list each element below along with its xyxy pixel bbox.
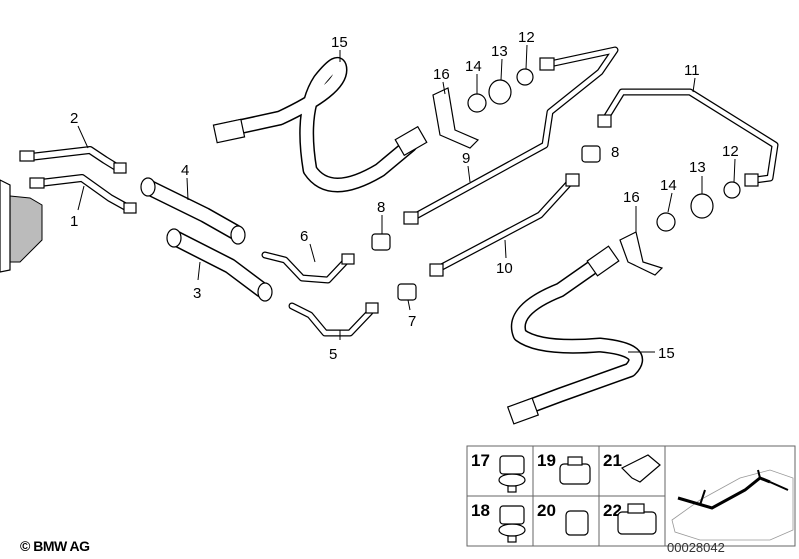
diagram-number: 00028042 [667,540,725,555]
cell-18: 18 [471,501,490,520]
callout-16-right: 16 [623,189,640,206]
nut-7 [397,283,417,301]
copyright-label: © BMW AG [20,538,90,554]
hydraulic-unit [0,179,43,273]
callout-16: 16 [433,66,450,83]
brake-line-6 [261,251,355,284]
callout-7: 7 [408,313,416,330]
callout-8-right: 8 [611,144,619,161]
brake-line-5 [288,302,379,337]
brake-hose-15-top [212,56,428,193]
callout-labels: 1 2 3 4 5 6 7 8 8 9 10 11 12 12 13 13 14… [70,29,739,363]
nut-8-right [581,145,601,163]
callout-10: 10 [496,260,513,277]
grommet-13-top [488,79,512,105]
bracket-16-right [619,231,664,276]
cell-17: 17 [471,451,490,470]
nut-8 [371,233,391,251]
clip-17 [498,455,526,493]
washer-14-top [467,93,487,113]
callout-13-right: 13 [689,159,706,176]
washer-12-top [516,68,534,86]
clip-20 [565,510,589,536]
washer-12-right [723,181,741,199]
bracket-16-top [432,87,480,149]
cell-19: 19 [537,451,556,470]
brake-hose-4 [140,177,246,245]
brake-line-10 [429,173,580,277]
clip-21 [620,454,661,483]
brake-line-2 [19,146,127,174]
brake-line-9 [403,46,619,225]
callout-3: 3 [193,285,201,302]
callout-12: 12 [518,29,535,46]
callout-14-right: 14 [660,177,677,194]
callout-13: 13 [491,43,508,60]
clip-18 [498,505,526,543]
callout-1: 1 [70,213,78,230]
callout-12-right: 12 [722,143,739,160]
cell-22: 22 [603,501,622,520]
callout-6: 6 [300,228,308,245]
car-location-view [671,469,794,541]
clip-19 [559,456,591,485]
callout-9: 9 [462,150,470,167]
clip-22 [617,503,657,535]
cell-21: 21 [603,451,622,470]
washer-14-right [656,212,676,232]
brake-hose-3 [166,228,273,302]
brake-line-1 [29,174,137,214]
callout-5: 5 [329,346,337,363]
callout-4: 4 [181,162,189,179]
cell-20: 20 [537,501,556,520]
brake-hose-15-bottom [506,245,644,425]
inset-clips-grid: 17 19 21 18 20 22 [466,445,796,547]
grommet-13-right [690,193,714,219]
callout-2: 2 [70,110,78,127]
callout-15-bottom: 15 [658,345,675,362]
callout-14: 14 [465,58,482,75]
callout-15: 15 [331,34,348,51]
callout-8: 8 [377,199,385,216]
brake-line-11 [597,88,779,187]
callout-11: 11 [684,62,700,79]
